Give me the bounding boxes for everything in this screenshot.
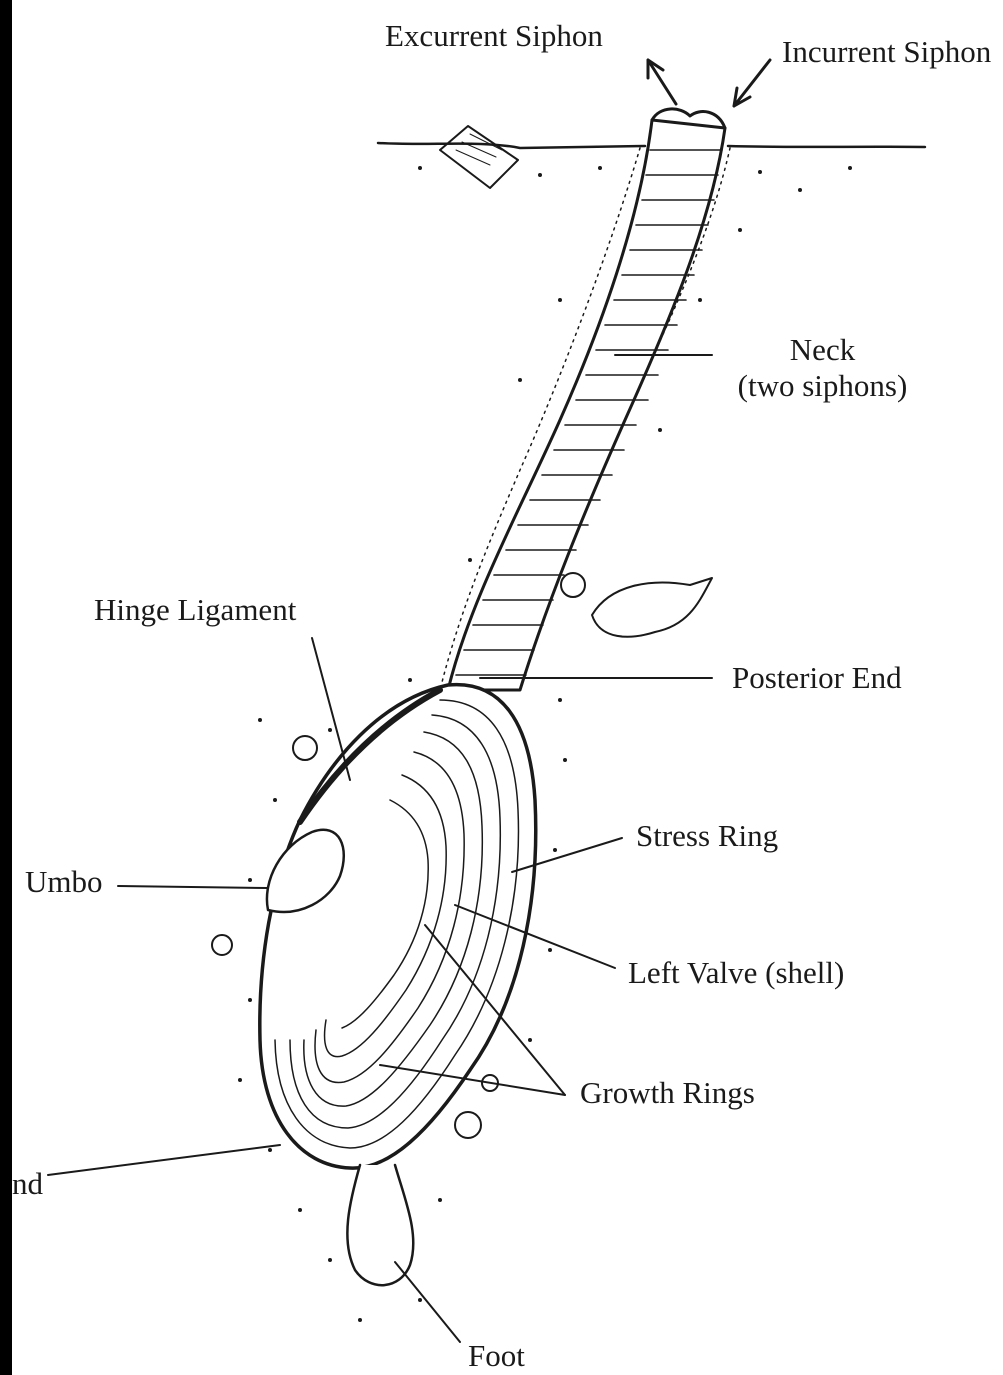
pebble-3 [212, 935, 232, 955]
label-foot: Foot [468, 1338, 525, 1374]
pebble-2 [293, 736, 317, 760]
debris-mid [592, 578, 712, 637]
leader-umbo [118, 886, 268, 888]
pebble-1 [561, 573, 585, 597]
label-anterior-end-partial: nd [12, 1166, 43, 1202]
pebble-4 [455, 1112, 481, 1138]
leader-hinge [312, 638, 350, 780]
excurrent-arrow [648, 60, 676, 104]
shell-outline [260, 685, 536, 1168]
debris-top [440, 126, 518, 188]
label-neck-subtitle: (two siphons) [725, 368, 920, 404]
foot-shape [347, 1165, 413, 1285]
label-neck: Neck (two siphons) [725, 332, 920, 403]
label-hinge-ligament: Hinge Ligament [94, 592, 296, 628]
label-excurrent-siphon: Excurrent Siphon [385, 18, 603, 54]
label-stress-ring: Stress Ring [636, 818, 778, 854]
label-growth-rings: Growth Rings [580, 1075, 755, 1111]
leader-anterior [48, 1145, 280, 1175]
incurrent-arrow [734, 60, 770, 106]
neck-tube [448, 120, 725, 690]
leader-foot [395, 1262, 460, 1342]
label-incurrent-siphon: Incurrent Siphon [782, 34, 991, 70]
label-posterior-end: Posterior End [732, 660, 902, 696]
debris-top-hatch [456, 134, 502, 165]
label-umbo: Umbo [25, 864, 103, 900]
label-left-valve: Left Valve (shell) [628, 955, 844, 991]
label-neck-title: Neck [725, 332, 920, 368]
